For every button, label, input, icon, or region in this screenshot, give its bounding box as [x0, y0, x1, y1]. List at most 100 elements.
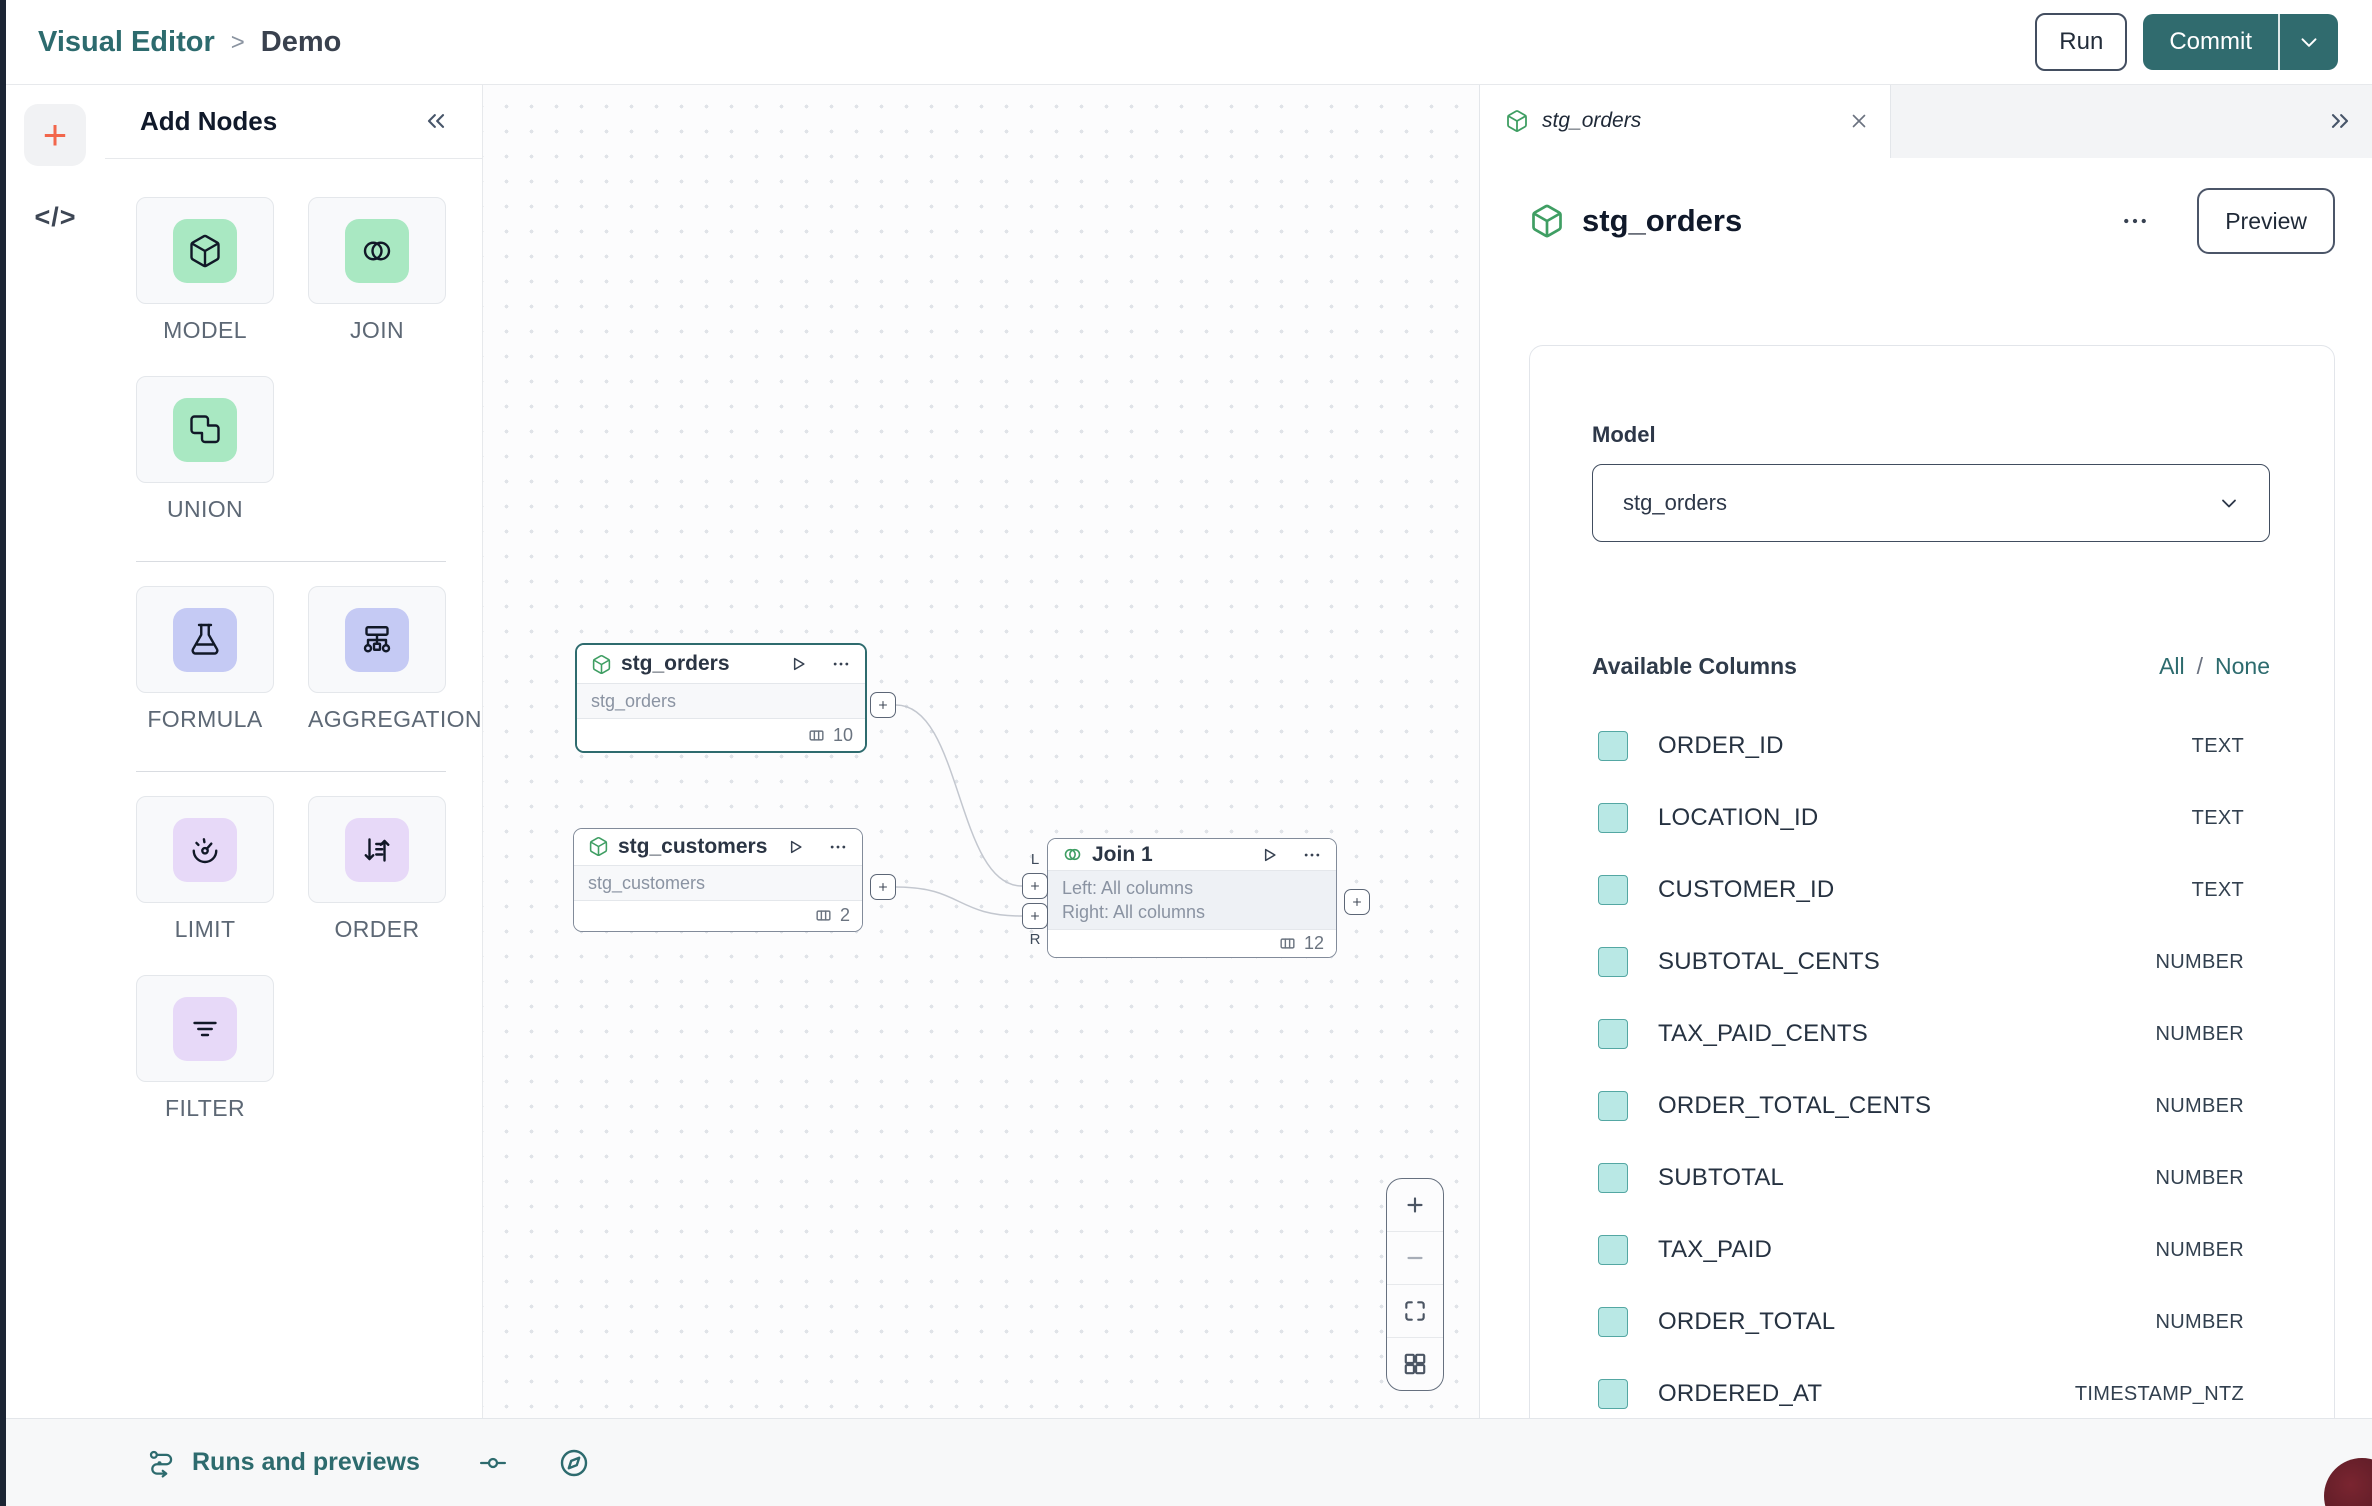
- column-type: NUMBER: [2155, 1310, 2244, 1333]
- column-name: ORDER_TOTAL: [1658, 1308, 1836, 1335]
- node-config-card: Model stg_orders Available Columns All /…: [1529, 345, 2335, 1445]
- model-icon: [591, 654, 612, 675]
- commit-node-icon[interactable]: [478, 1448, 508, 1478]
- node-type-card-aggregation[interactable]: [308, 586, 446, 693]
- input-handle[interactable]: [1022, 903, 1048, 929]
- node-type-card-formula[interactable]: [136, 586, 274, 693]
- collapse-inspector-button[interactable]: [2326, 84, 2354, 158]
- formula-icon: [173, 607, 237, 672]
- select-all-link[interactable]: All: [2159, 653, 2185, 679]
- node-type-label-model: MODEL: [163, 317, 247, 343]
- add-button[interactable]: +: [24, 104, 86, 166]
- fit-view-button[interactable]: [1387, 1284, 1443, 1337]
- column-checkbox[interactable]: [1598, 1163, 1628, 1193]
- breadcrumb-visual-editor[interactable]: Visual Editor: [38, 25, 215, 58]
- node-menu-button[interactable]: [828, 837, 848, 857]
- close-tab-button[interactable]: [1848, 110, 1870, 132]
- node-body-line: stg_orders: [591, 691, 677, 711]
- node-type-card-model[interactable]: [136, 197, 274, 304]
- node-type-card-union[interactable]: [136, 376, 274, 483]
- model-icon: [173, 218, 237, 283]
- node-footer: 12: [1048, 930, 1336, 957]
- column-type: NUMBER: [2155, 1166, 2244, 1189]
- column-name: SUBTOTAL: [1658, 1164, 1785, 1191]
- model-select[interactable]: stg_orders: [1592, 464, 2270, 542]
- node-menu-button[interactable]: [2120, 206, 2150, 236]
- chevron-down-icon: [2296, 29, 2322, 55]
- node-header: stg_customers: [574, 829, 862, 865]
- run-button[interactable]: Run: [2035, 13, 2128, 71]
- node-type-cell-filter: FILTER: [136, 975, 274, 1122]
- select-none-link[interactable]: None: [2215, 653, 2270, 679]
- node-type-card-join[interactable]: [308, 197, 446, 304]
- compass-icon[interactable]: [558, 1447, 590, 1479]
- inspector-body: stg_orders Preview Model stg_orders Avai…: [1480, 158, 2372, 1506]
- column-row-subtotal: SUBTOTAL NUMBER: [1592, 1142, 2270, 1214]
- column-checkbox[interactable]: [1598, 1091, 1628, 1121]
- layout-button[interactable]: [1387, 1337, 1443, 1390]
- column-checkbox[interactable]: [1598, 803, 1628, 833]
- code-view-button[interactable]: </>: [34, 202, 77, 232]
- runs-and-previews-button[interactable]: Runs and previews: [192, 1448, 420, 1476]
- join-icon: [345, 218, 409, 283]
- column-checkbox[interactable]: [1598, 1235, 1628, 1265]
- zoom-in-button[interactable]: [1387, 1179, 1443, 1231]
- run-node-button[interactable]: [1259, 845, 1279, 865]
- column-checkbox[interactable]: [1598, 947, 1628, 977]
- node-column-count: 2: [839, 905, 850, 926]
- canvas-node-stg_customers[interactable]: stg_customers stg_customers 2: [573, 828, 863, 932]
- node-type-label-order: ORDER: [334, 916, 420, 942]
- tab-stg-orders[interactable]: stg_orders: [1480, 84, 1891, 158]
- column-name: TAX_PAID: [1658, 1236, 1773, 1263]
- node-body: stg_customers: [574, 864, 862, 901]
- run-node-button[interactable]: [788, 654, 808, 674]
- node-menu-button[interactable]: [831, 654, 851, 674]
- node-type-card-filter[interactable]: [136, 975, 274, 1082]
- column-name: ORDERED_AT: [1658, 1380, 1823, 1407]
- chevrons-right-icon: [2326, 107, 2354, 135]
- column-checkbox[interactable]: [1598, 1379, 1628, 1409]
- node-menu-button[interactable]: [1302, 845, 1322, 865]
- column-checkbox[interactable]: [1598, 1019, 1628, 1049]
- node-body-line: Right: All columns: [1062, 902, 1206, 923]
- model-cube-icon: [1505, 109, 1529, 133]
- node-body-line: stg_customers: [588, 872, 706, 893]
- zoom-out-button[interactable]: [1387, 1231, 1443, 1284]
- group-divider: [136, 561, 446, 562]
- filter-icon: [173, 996, 237, 1061]
- edge: [895, 886, 1023, 917]
- chevrons-left-icon: [422, 107, 450, 135]
- tab-label: stg_orders: [1542, 109, 1642, 132]
- input-handle[interactable]: [1022, 873, 1048, 899]
- node-type-card-limit[interactable]: [136, 796, 274, 903]
- model-select-value: stg_orders: [1623, 490, 1727, 515]
- column-checkbox[interactable]: [1598, 875, 1628, 905]
- column-checkbox[interactable]: [1598, 1307, 1628, 1337]
- runs-and-previews-icon: [147, 1448, 177, 1478]
- node-footer: 2: [574, 900, 862, 931]
- commit-button[interactable]: Commit: [2169, 28, 2252, 55]
- output-handle[interactable]: [870, 874, 896, 900]
- collapse-panel-button[interactable]: [422, 107, 450, 135]
- chevron-down-icon: [2217, 491, 2241, 515]
- column-name: CUSTOMER_ID: [1658, 876, 1835, 903]
- column-checkbox[interactable]: [1598, 731, 1628, 761]
- run-node-button[interactable]: [785, 837, 805, 857]
- commit-dropdown-button[interactable]: [2278, 14, 2338, 70]
- output-handle[interactable]: [870, 692, 896, 718]
- preview-button[interactable]: Preview: [2197, 188, 2335, 254]
- breadcrumb-demo: Demo: [260, 25, 342, 58]
- column-type: NUMBER: [2155, 950, 2244, 973]
- left-rail: + </>: [6, 84, 106, 1419]
- output-handle[interactable]: [1344, 889, 1370, 915]
- node-title: Join 1: [1092, 842, 1153, 866]
- node-type-card-order[interactable]: [308, 796, 446, 903]
